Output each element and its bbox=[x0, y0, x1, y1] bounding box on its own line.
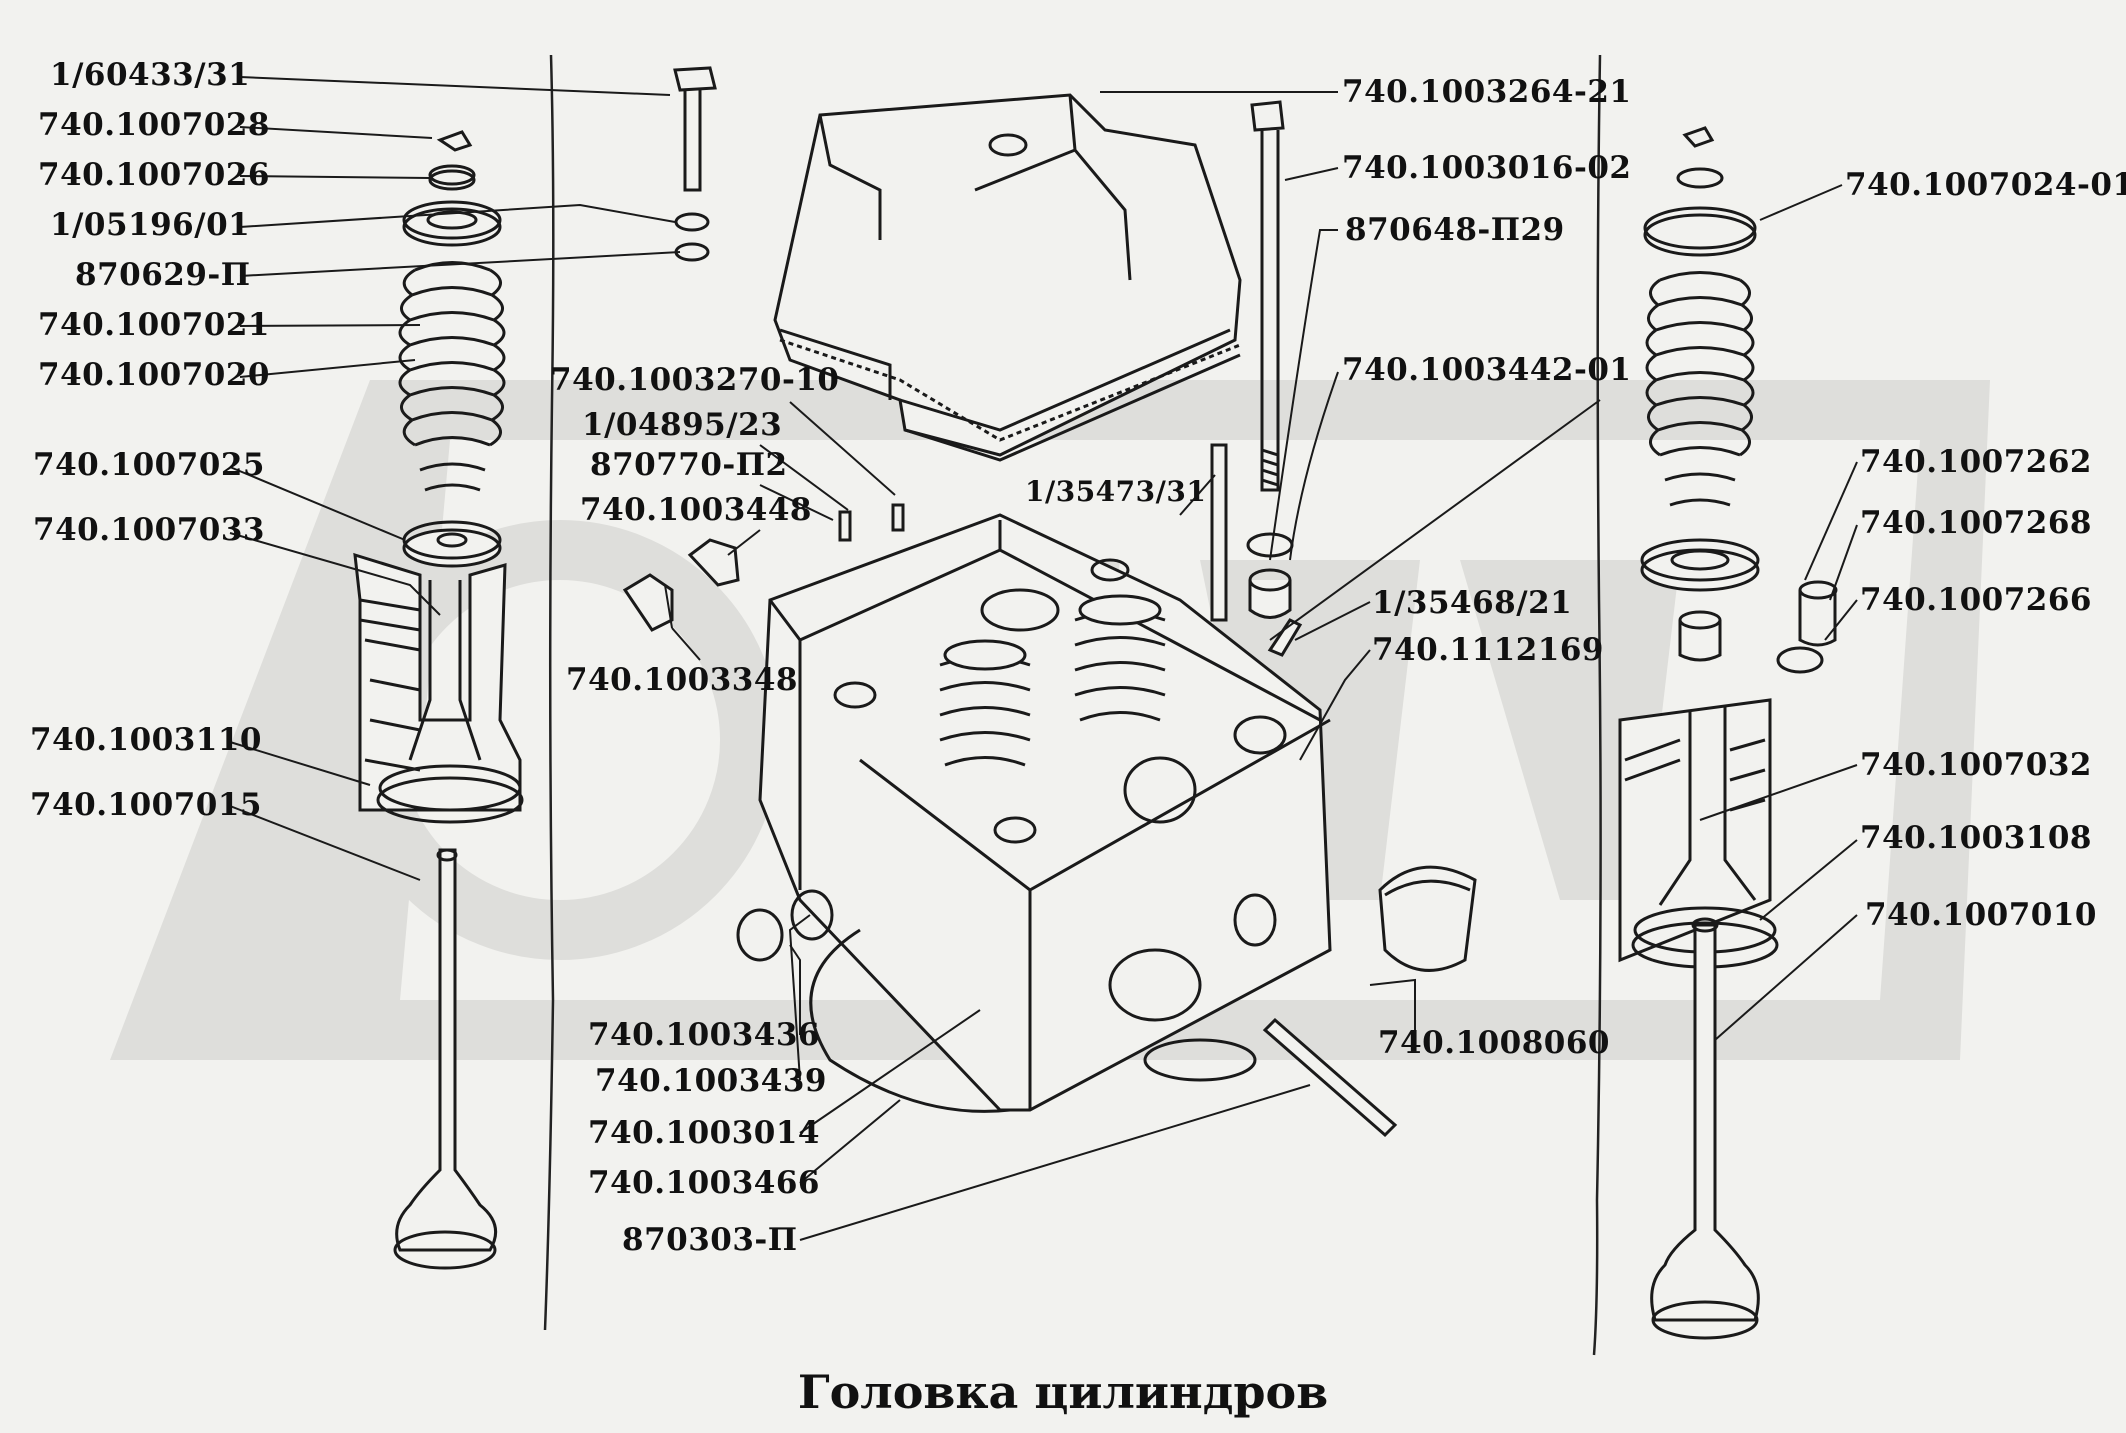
label-740-1003110: 740.1003110 bbox=[30, 722, 262, 758]
valve-cover bbox=[773, 93, 1242, 462]
label-740-1007025: 740.1007025 bbox=[33, 447, 265, 483]
label-740-1007268: 740.1007268 bbox=[1860, 505, 2092, 541]
label-740-1003439: 740.1003439 bbox=[595, 1063, 827, 1099]
label-740-1003270-10: 740.1003270-10 bbox=[550, 362, 840, 398]
label-740-1003442-01: 740.1003442-01 bbox=[1342, 352, 1632, 388]
label-740-1003264-21: 740.1003264-21 bbox=[1342, 74, 1632, 110]
pin-2 bbox=[891, 503, 905, 532]
label-740-1007024-01: 740.1007024-01 bbox=[1845, 167, 2126, 203]
bottom-stud bbox=[1262, 1017, 1398, 1138]
label-740-1003448: 740.1003448 bbox=[580, 492, 812, 528]
label-740-1003466: 740.1003466 bbox=[588, 1165, 820, 1201]
label-870648-p29: 870648-П29 bbox=[1345, 212, 1565, 248]
label-740-1007026: 740.1007026 bbox=[38, 157, 270, 193]
left-valve-assembly bbox=[353, 130, 524, 1270]
label-740-1007010: 740.1007010 bbox=[1865, 897, 2097, 933]
label-740-1003108: 740.1003108 bbox=[1860, 820, 2092, 856]
label-1-04895-23: 1/04895/23 bbox=[582, 407, 783, 443]
label-1-05196-01: 1/05196/01 bbox=[50, 207, 251, 243]
plug-436 bbox=[736, 908, 784, 962]
label-1-35468-21: 1/35468/21 bbox=[1372, 585, 1573, 621]
label-870770-p2: 870770-П2 bbox=[590, 447, 788, 483]
right-valve-assembly bbox=[1618, 126, 1838, 1340]
figure-title: Головка цилиндров bbox=[797, 1365, 1329, 1419]
right-divider bbox=[1592, 54, 1602, 1356]
label-740-1007021: 740.1007021 bbox=[38, 307, 270, 343]
left-divider bbox=[543, 54, 555, 1331]
label-740-1003016-02: 740.1003016-02 bbox=[1342, 150, 1632, 186]
label-740-1003014: 740.1003014 bbox=[588, 1115, 820, 1151]
label-740-1007020: 740.1007020 bbox=[38, 357, 270, 393]
pin-1 bbox=[838, 510, 852, 542]
label-740-1007262: 740.1007262 bbox=[1860, 444, 2092, 480]
head-gasket-ring bbox=[809, 928, 1011, 1113]
label-740-1007015: 740.1007015 bbox=[30, 787, 262, 823]
cylinder-head bbox=[758, 513, 1332, 1112]
label-870303-p: 870303-П bbox=[622, 1222, 798, 1258]
label-740-1007033: 740.1007033 bbox=[33, 512, 265, 548]
label-740-1112169: 740.1112169 bbox=[1372, 632, 1604, 668]
valve-seat-sleeve bbox=[1378, 865, 1477, 972]
cover-bolt bbox=[673, 66, 717, 262]
label-740-1003436: 740.1003436 bbox=[588, 1017, 820, 1053]
leader-lines bbox=[229, 76, 1858, 1241]
plug-348 bbox=[622, 573, 674, 632]
stud-1 bbox=[1210, 443, 1228, 622]
label-740-1003348: 740.1003348 bbox=[566, 662, 798, 698]
label-1-60433-31: 1/60433/31 bbox=[50, 57, 251, 93]
label-740-1007266: 740.1007266 bbox=[1860, 582, 2092, 618]
label-1-35473-31: 1/35473/31 bbox=[1025, 475, 1207, 508]
label-740-1007028: 740.1007028 bbox=[38, 107, 270, 143]
seal-439 bbox=[790, 889, 834, 941]
long-stud bbox=[1246, 100, 1294, 619]
label-740-1007032: 740.1007032 bbox=[1860, 747, 2092, 783]
detail-leaders bbox=[664, 584, 673, 629]
label-870629-p: 870629-П bbox=[75, 257, 251, 293]
plug-448 bbox=[687, 538, 740, 587]
label-740-1008060: 740.1008060 bbox=[1378, 1025, 1610, 1061]
